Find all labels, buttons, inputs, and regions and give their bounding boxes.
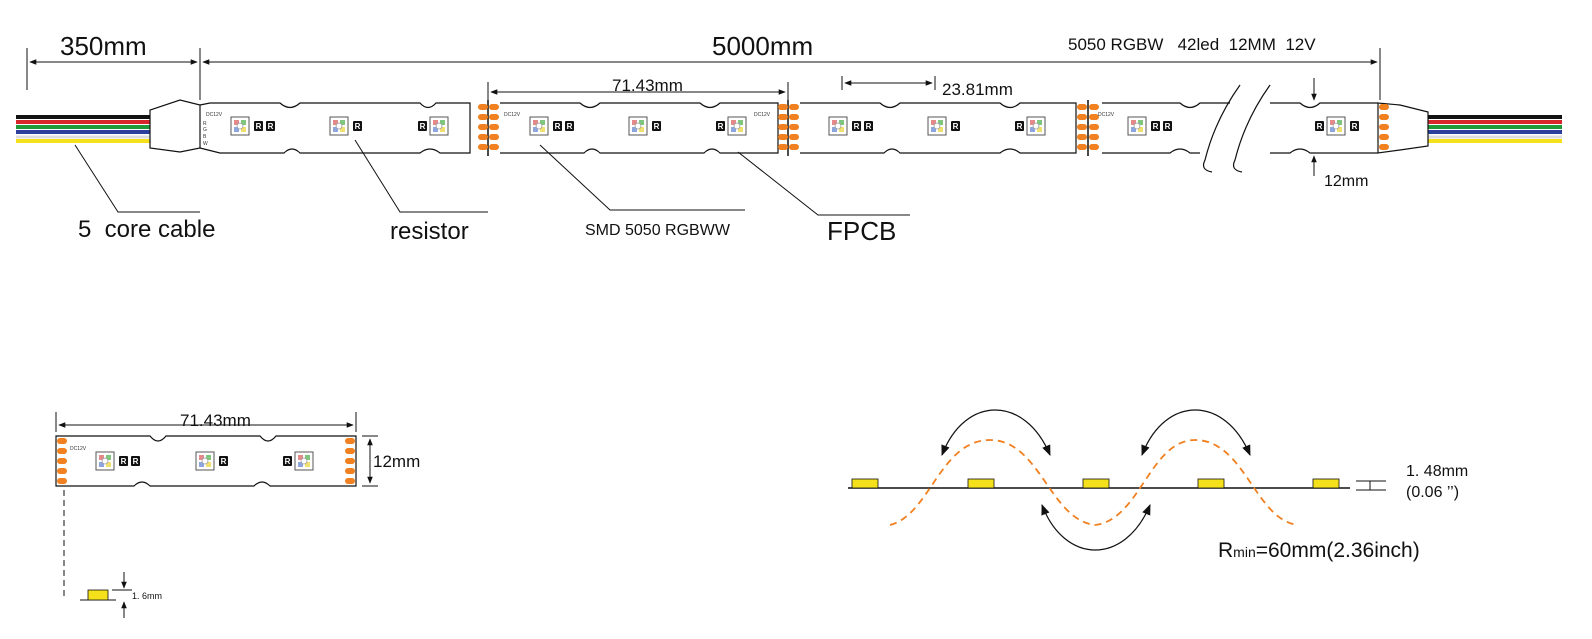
bend-radius-prefix: R bbox=[1218, 539, 1233, 562]
bend-radius-sub: min bbox=[1233, 544, 1256, 560]
dim-cable-length: 350mm bbox=[60, 31, 147, 61]
leader-lines bbox=[74, 139, 910, 216]
label-cable: 5 core cable bbox=[78, 216, 215, 243]
svg-text:DC12V: DC12V bbox=[504, 112, 521, 118]
svg-text:R: R bbox=[203, 121, 207, 127]
label-resistor: resistor bbox=[390, 218, 469, 245]
unit-detail: DC12V bbox=[55, 412, 378, 618]
dim-strip-width: 12mm bbox=[1324, 173, 1368, 190]
cut-point-1 bbox=[478, 100, 499, 156]
svg-text:DC12V: DC12V bbox=[206, 112, 223, 118]
spec-text: 5050 RGBW 42led 12MM 12V bbox=[1068, 35, 1316, 54]
svg-text:G: G bbox=[203, 127, 207, 133]
cut-point-2 bbox=[778, 100, 799, 156]
right-cable bbox=[1425, 115, 1562, 143]
svg-text:DC12V: DC12V bbox=[754, 112, 771, 118]
svg-text:B: B bbox=[203, 134, 207, 140]
dim-unit-length: 71.43mm bbox=[612, 76, 683, 95]
led-strip bbox=[199, 84, 1378, 173]
dimension-lines-top bbox=[26, 48, 1381, 176]
bend-radius-value: =60mm(2.36inch) bbox=[1256, 539, 1420, 562]
bend-diagram bbox=[848, 409, 1386, 551]
bend-thickness-mm: 1. 48mm bbox=[1406, 463, 1468, 480]
svg-text:W: W bbox=[203, 141, 208, 147]
dim-led-pitch: 23.81mm bbox=[942, 80, 1013, 99]
bend-radius: Rmin=60mm(2.36inch) bbox=[1218, 539, 1420, 562]
bend-thickness-in: (0.06 ’’) bbox=[1406, 484, 1459, 501]
pad-labels: DC12V R G B W DC12V DC12V DC12V bbox=[203, 112, 1115, 147]
label-smd: SMD 5050 RGBWW bbox=[585, 222, 731, 239]
left-cable bbox=[16, 115, 152, 143]
dim-total-length: 5000mm bbox=[712, 31, 813, 61]
svg-text:DC12V: DC12V bbox=[1098, 112, 1115, 118]
cut-point-3 bbox=[1077, 100, 1099, 156]
detail-length: 71.43mm bbox=[180, 411, 251, 430]
label-fpcb: FPCB bbox=[827, 216, 896, 246]
left-end-cap bbox=[149, 99, 201, 153]
svg-text:DC12V: DC12V bbox=[70, 446, 87, 452]
detail-width: 12mm bbox=[373, 452, 420, 471]
detail-thickness: 1. 6mm bbox=[132, 591, 162, 601]
